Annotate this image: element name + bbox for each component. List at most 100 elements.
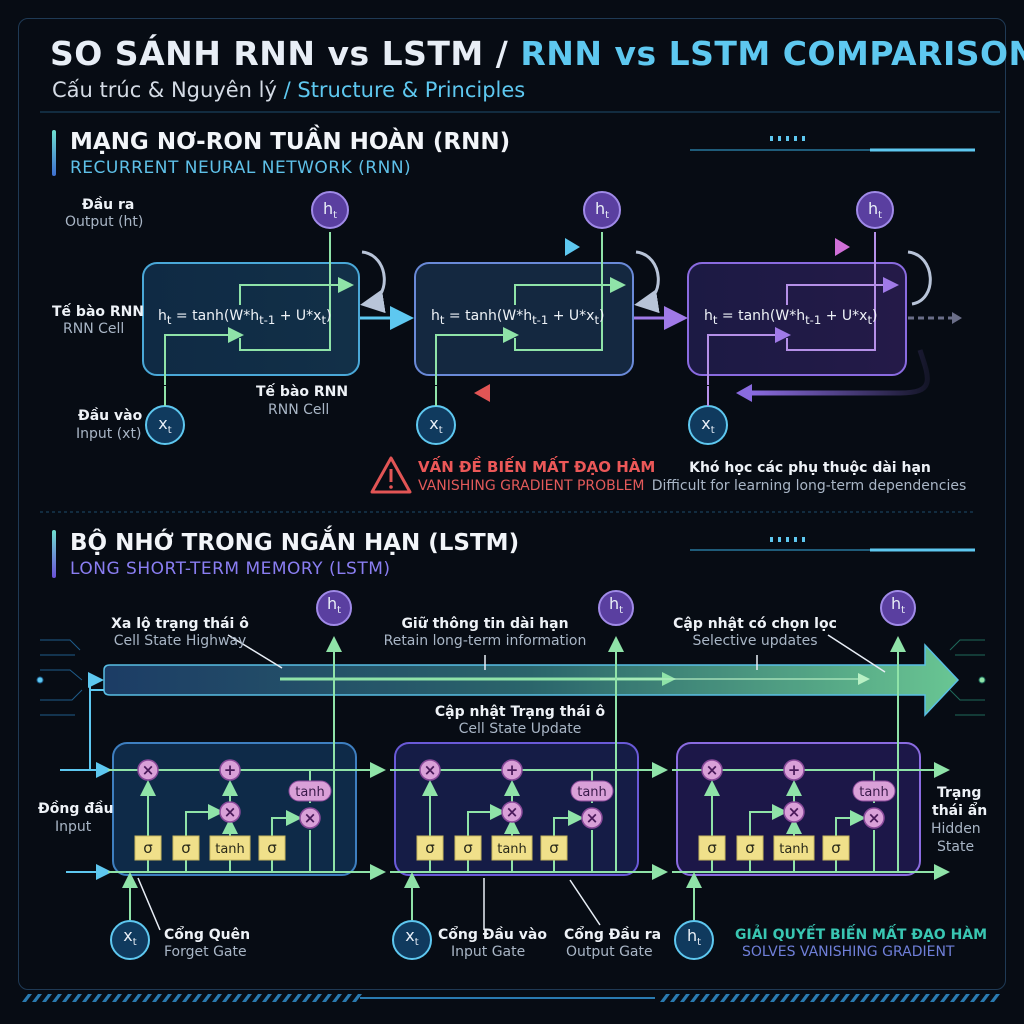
- lstm-cell-2-gate-1: [416, 835, 444, 861]
- rnn-input-label: Đầu vào: [78, 408, 143, 424]
- forget-gate-label: Cổng Quên: [164, 927, 251, 943]
- lstm-cell-3-op-3: [783, 801, 805, 823]
- hidden-state-label-2: thái ẩn: [932, 803, 988, 819]
- solves-vanishing-label: GIẢI QUYẾT BIẾN MẤT ĐẠO HÀM: [735, 927, 988, 943]
- rnn-output-label: Đầu ra: [82, 197, 135, 213]
- highway-label-en: Cell State Highway: [113, 633, 247, 649]
- decorative-dash-bar-2: [690, 537, 975, 552]
- lstm-cell-1-op-1: [137, 759, 159, 781]
- lstm-cell-3-tanh-pill: [852, 780, 896, 802]
- lstm-section-title: BỘ NHỚ TRONG NGẮN HẠN (LSTM): [70, 530, 520, 556]
- rnn-formula-1: ht = tanh(W*ht-1 + U*xt): [158, 308, 332, 327]
- lstm-cell-2-tanh-label: tanh: [577, 785, 607, 800]
- rnn-ht-label-1: ht: [322, 199, 338, 222]
- warning-icon: [370, 456, 412, 494]
- lstm-cell-3-gate-3: [773, 835, 815, 861]
- cell-update-label: Cập nhật Trạng thái ô: [434, 704, 606, 720]
- lstm-output-node-3: [880, 590, 916, 626]
- lstm-cell-1-op-3-label: ×: [224, 803, 237, 821]
- lstm-cell-2-op-3: [501, 801, 523, 823]
- lstm-cell-2-gate-1-label: σ: [425, 839, 435, 857]
- lstm-output-node-1: [316, 590, 352, 626]
- rnn-accent-bar: [52, 130, 56, 176]
- lstm-ht-label-2: ht: [608, 594, 624, 617]
- lstm-ht-label-3: ht: [890, 594, 906, 617]
- difficulty-note: Khó học các phụ thuộc dài hạn: [689, 460, 931, 476]
- lstm-cell-2-op-1-label: ×: [424, 761, 437, 779]
- input-gate-label-en: Input Gate: [451, 944, 526, 960]
- cell-update-label-en: Cell State Update: [458, 721, 582, 737]
- solves-vanishing-label-en: SOLVES VANISHING GRADIENT: [742, 944, 955, 960]
- rnn-ht-label-2: ht: [594, 199, 610, 222]
- rnn-cell-label: Tế bào RNN: [52, 304, 145, 320]
- lstm-bottom-label-2: xt: [405, 926, 419, 949]
- bottom-stripe-decoration: [22, 994, 1000, 1002]
- rnn-xt-label-1: xt: [158, 414, 172, 437]
- rnn-cell-caption: Tế bào RNN: [256, 384, 349, 400]
- highway-label: Xa lộ trạng thái ô: [111, 616, 249, 632]
- output-gate-label: Cổng Đầu ra: [564, 927, 662, 943]
- hidden-state-label-en-2: State: [937, 839, 975, 855]
- decorative-dash-bar-1: [690, 136, 975, 152]
- right-circuit-decoration: [949, 639, 986, 716]
- infographic-frame: [18, 18, 1006, 990]
- left-circuit-decoration: [36, 639, 83, 716]
- lstm-cell-1-op-2: [219, 759, 241, 781]
- subtitle: Cấu trúc & Nguyên lý / Structure & Princ…: [52, 78, 526, 102]
- lstm-cell-3-gate-1: [698, 835, 726, 861]
- lstm-cell-3-gate-2-label: σ: [745, 839, 755, 857]
- vanishing-warning-title: VẤN ĐỀ BIẾN MẤT ĐẠO HÀM: [418, 458, 656, 476]
- rnn-output-node-1: [311, 191, 349, 229]
- lstm-input-label-en: Input: [55, 819, 92, 835]
- lstm-cell-3-gate-1-label: σ: [707, 839, 717, 857]
- lstm-section-subtitle: LONG SHORT-TERM MEMORY (LSTM): [70, 559, 391, 579]
- lstm-cell-3-gate-4: [822, 835, 850, 861]
- lstm-bottom-node-2: [392, 920, 432, 960]
- lstm-cell-2-gate-4-label: σ: [549, 839, 559, 857]
- lstm-cell-1-gate-4-label: σ: [267, 839, 277, 857]
- vanishing-warning-subtitle: VANISHING GRADIENT PROBLEM: [418, 478, 645, 494]
- rnn-xt-label-2: xt: [429, 414, 443, 437]
- lstm-bottom-node-1: [110, 920, 150, 960]
- rnn-formula-3: ht = tanh(W*ht-1 + U*xt): [704, 308, 878, 327]
- lstm-cell-3-op-3-label: ×: [788, 803, 801, 821]
- lstm-cell-2-op-4-label: ×: [586, 809, 599, 827]
- rnn-xt-label-3: xt: [701, 414, 715, 437]
- lstm-cell-1-op-3: [219, 801, 241, 823]
- lstm-ht-label-1: ht: [326, 594, 342, 617]
- lstm-cell-3-op-2: [783, 759, 805, 781]
- selective-label: Cập nhật có chọn lọc: [673, 616, 837, 632]
- lstm-cell-1-op-2-label: +: [224, 761, 237, 779]
- rnn-ht-label-3: ht: [867, 199, 883, 222]
- rnn-output-label-en: Output (ht): [65, 214, 144, 230]
- rnn-output-node-2: [583, 191, 621, 229]
- lstm-cell-3-gate-2: [736, 835, 764, 861]
- hidden-state-label-1: Trạng: [937, 785, 982, 801]
- lstm-output-node-2: [598, 590, 634, 626]
- difficulty-note-en: Difficult for learning long-term depende…: [651, 478, 967, 494]
- lstm-cell-3-op-4-label: ×: [868, 809, 881, 827]
- output-gate-label-en: Output Gate: [566, 944, 653, 960]
- lstm-bottom-label-3: ht: [686, 926, 702, 949]
- lstm-cell-2-op-1: [419, 759, 441, 781]
- lstm-cell-2-gate-3-label: tanh: [497, 842, 527, 857]
- lstm-cell-1-gate-1-label: σ: [143, 839, 153, 857]
- lstm-cell-1-tanh-label: tanh: [295, 785, 325, 800]
- rnn-formula-2: ht = tanh(W*ht-1 + U*xt): [431, 308, 605, 327]
- retain-label-en: Retain long-term information: [383, 633, 587, 649]
- input-gate-label: Cổng Đầu vào: [438, 927, 547, 943]
- lstm-cell-1-gate-1: [134, 835, 162, 861]
- lstm-cell-2-gate-2-label: σ: [463, 839, 473, 857]
- lstm-cell-2-gate-3: [491, 835, 533, 861]
- lstm-cell-1-gate-3-label: tanh: [215, 842, 245, 857]
- rnn-input-label-en: Input (xt): [76, 426, 142, 442]
- lstm-cell-2-gate-2: [454, 835, 482, 861]
- lstm-cell-2-op-2: [501, 759, 523, 781]
- lstm-cell-1-tanh-pill: [288, 780, 332, 802]
- lstm-cell-2-op-3-label: ×: [506, 803, 519, 821]
- retain-label: Giữ thông tin dài hạn: [401, 616, 569, 632]
- rnn-cell-1: [142, 262, 360, 376]
- lstm-cell-3-op-2-label: +: [788, 761, 801, 779]
- hidden-state-label-en-1: Hidden: [931, 821, 981, 837]
